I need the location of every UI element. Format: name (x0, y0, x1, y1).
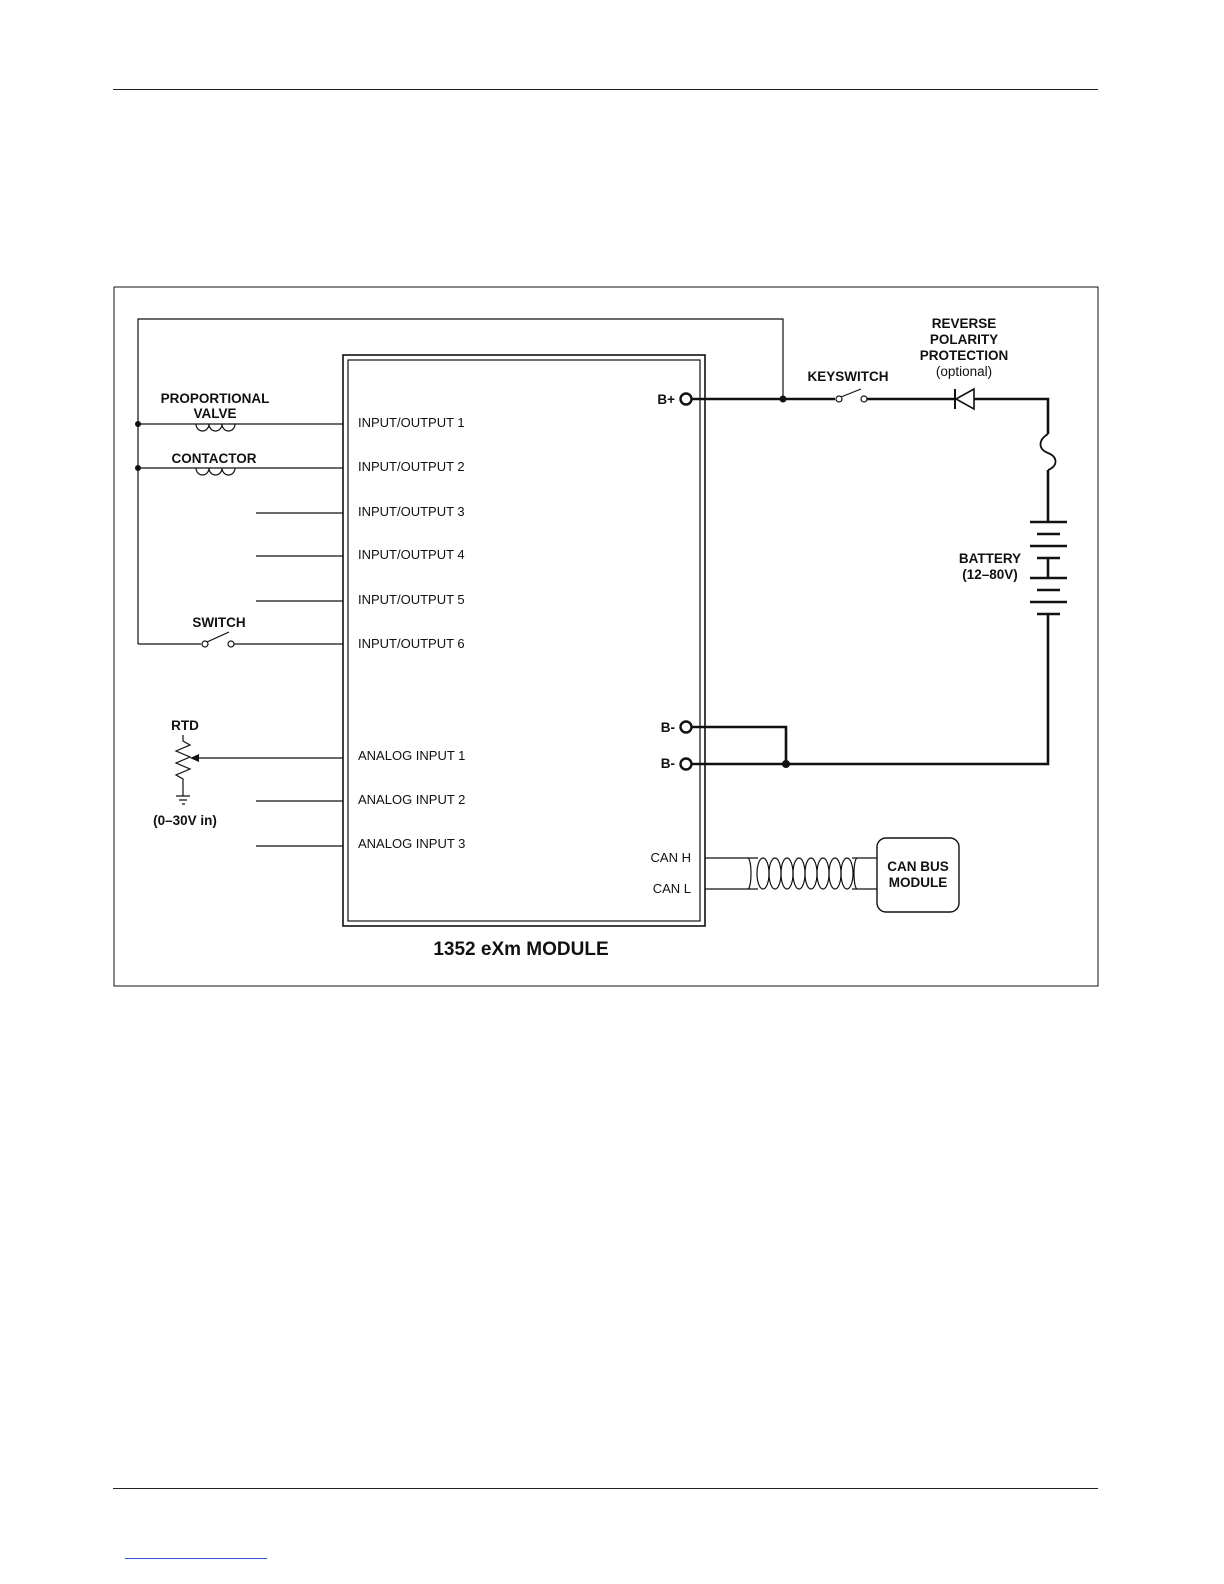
diode-to-fuse-wire (974, 397, 1050, 434)
keyswitch-icon (835, 388, 868, 403)
b-minus-terminal-1 (679, 720, 693, 734)
battery-label-2: (12–80V) (962, 567, 1018, 582)
junction-dot (782, 760, 790, 768)
b-plus-feed-wire (137, 318, 784, 644)
battery-negative-wire (692, 614, 1050, 766)
pin-label-io-1: INPUT/OUTPUT 1 (358, 415, 465, 430)
battery-label-1: BATTERY (959, 551, 1021, 566)
can-bus-module-label-1: CAN BUS (887, 859, 949, 874)
reverse-polarity-label-1: REVERSE (932, 316, 997, 331)
header-rule (113, 89, 1098, 90)
module-title: 1352 eXm MODULE (433, 939, 608, 960)
pin-label-b-minus-2: B- (661, 756, 675, 771)
reverse-polarity-label-3: PROTECTION (920, 348, 1009, 363)
pin-label-io-4: INPUT/OUTPUT 4 (358, 547, 465, 562)
diagram-frame (113, 286, 1099, 987)
junction-dot (779, 395, 787, 403)
can-twisted-pair (705, 857, 877, 890)
b-minus-terminal-2 (679, 757, 693, 771)
pin-label-can-l: CAN L (653, 881, 691, 896)
proportional-valve-label-2: VALVE (193, 406, 236, 421)
switch-label: SWITCH (192, 615, 245, 630)
rtd-range-label: (0–30V in) (153, 813, 217, 828)
footer-rule (113, 1488, 1098, 1489)
contactor-label: CONTACTOR (172, 451, 257, 466)
b-minus-jumper-wire (692, 725, 788, 764)
pin-label-analog-1: ANALOG INPUT 1 (358, 748, 465, 763)
pin-label-can-h: CAN H (651, 850, 691, 865)
proportional-valve-label-1: PROPORTIONAL (161, 391, 270, 406)
fuse-icon (1039, 433, 1057, 471)
pin-label-b-plus: B+ (657, 392, 675, 407)
diode-icon (954, 387, 975, 411)
contactor-coil-icon (195, 467, 236, 476)
valve-coil-icon (195, 423, 236, 432)
pin-label-io-5: INPUT/OUTPUT 5 (358, 592, 465, 607)
reverse-polarity-label-2: POLARITY (930, 332, 998, 347)
pin-label-io-3: INPUT/OUTPUT 3 (358, 504, 465, 519)
pin-label-analog-2: ANALOG INPUT 2 (358, 792, 465, 807)
b-plus-terminal (679, 392, 693, 406)
pin-label-io-2: INPUT/OUTPUT 2 (358, 459, 465, 474)
pin-label-b-minus-1: B- (661, 720, 675, 735)
battery-icon (1030, 520, 1067, 616)
pin-label-io-6: INPUT/OUTPUT 6 (358, 636, 465, 651)
footer-link-underline (125, 1558, 267, 1559)
pin-label-analog-3: ANALOG INPUT 3 (358, 836, 465, 851)
keyswitch-label: KEYSWITCH (808, 369, 889, 384)
optional-label: (optional) (936, 364, 992, 379)
module-box (342, 354, 706, 927)
can-bus-module-label-2: MODULE (889, 875, 948, 890)
can-bus-module-box (876, 837, 960, 913)
rtd-potentiometer-icon (174, 735, 343, 805)
rtd-label: RTD (171, 718, 199, 733)
switch-icon (138, 631, 343, 648)
